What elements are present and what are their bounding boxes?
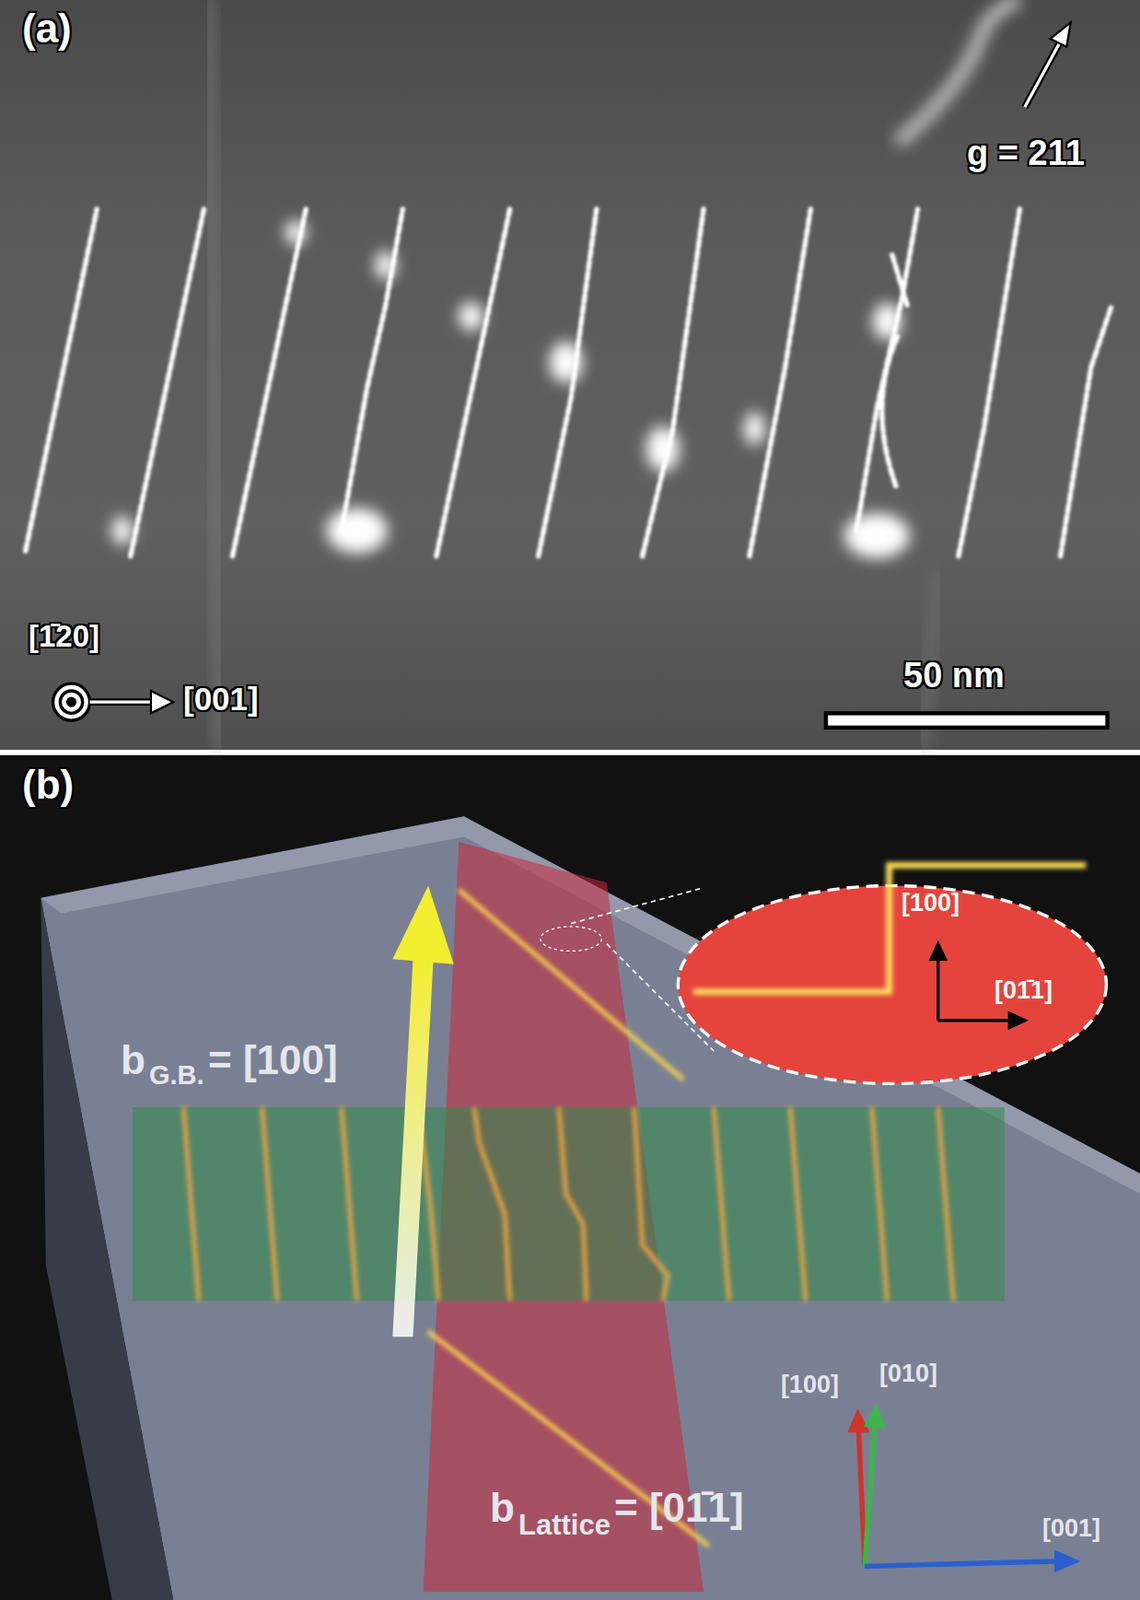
grain-boundary-plane [132, 1106, 1005, 1301]
crystal-direction: [01̄1] [994, 977, 1053, 1005]
crystal-axes [847, 1402, 1082, 1572]
scale-bar [824, 710, 1110, 730]
crystal-direction: b [489, 1485, 515, 1530]
crystal-direction: [010] [879, 1360, 938, 1388]
crystal-direction: g = 211 [966, 134, 1085, 174]
crystal-direction: [100] [901, 889, 960, 918]
dislocation-lines [25, 209, 1112, 557]
crystal-direction: [1̄20] [28, 619, 100, 653]
crystal-direction: [100] [780, 1371, 839, 1399]
g-vector-arrow [1024, 22, 1071, 107]
crystal-direction: Lattice [518, 1509, 611, 1541]
crystal-slab [40, 815, 1140, 1600]
direction-symbol [53, 683, 175, 721]
crystal-direction: [001] [1042, 1514, 1101, 1543]
panel-b-background [0, 755, 1140, 1600]
tem-background [0, 0, 1140, 750]
panel-label: (a) [22, 6, 72, 51]
burgers-arrow [392, 885, 454, 1338]
boundary-dislocations [183, 1106, 954, 1301]
crystal-direction: b [120, 1037, 146, 1082]
crystal-direction: G.B. [149, 1060, 205, 1091]
crystal-direction: = [01̄1] [614, 1485, 745, 1530]
crystal-direction: = [100] [208, 1037, 338, 1082]
inset-step [693, 864, 1086, 991]
panel-label: (b) [22, 762, 74, 807]
crystal-direction: [001] [183, 681, 259, 718]
scale-label: 50 nm [903, 656, 1005, 696]
bright-blobs [112, 220, 910, 559]
lattice-dislocations [428, 889, 710, 1546]
